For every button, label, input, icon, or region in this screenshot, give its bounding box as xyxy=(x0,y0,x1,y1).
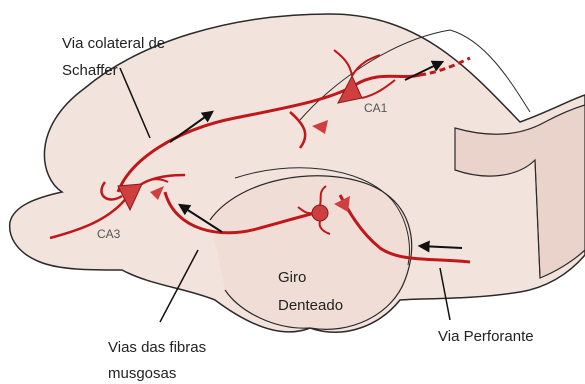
label-giro-line2: Denteado xyxy=(278,297,343,314)
label-musgosas-line1: Vias das fibras xyxy=(108,339,206,356)
label-giro-line1: Giro xyxy=(278,269,306,286)
label-schaffer-line2: Schaffer xyxy=(62,62,118,79)
label-schaffer-line1: Via colateral de xyxy=(62,35,165,52)
label-perforante: Via Perforante xyxy=(438,328,534,345)
label-musgosas-line2: musgosas xyxy=(108,365,176,382)
label-ca1: CA1 xyxy=(364,101,388,115)
label-ca3: CA3 xyxy=(97,227,121,241)
